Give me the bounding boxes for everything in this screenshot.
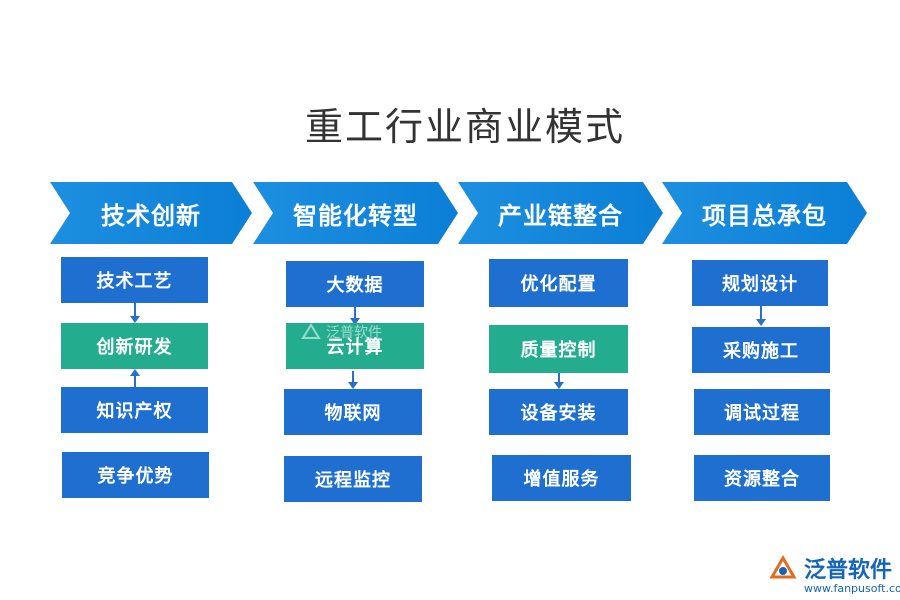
chevron-header-intelligent-transform: 智能化转型	[253, 182, 458, 244]
arrow-col1-down	[130, 303, 140, 323]
fanpu-logo-icon	[769, 555, 797, 579]
arrow-col4-down	[756, 306, 766, 326]
diagram-title: 重工行业商业模式	[304, 105, 625, 149]
box-col2-item4: 远程监控	[284, 456, 422, 502]
box-col4-item1: 规划设计	[692, 260, 828, 306]
box-col2-item2: 云计算	[286, 323, 424, 369]
box-col3-item3: 设备安装	[489, 389, 628, 435]
box-col1-item1: 技术工艺	[61, 257, 208, 303]
chevron-header-project-contracting: 项目总承包	[662, 182, 867, 244]
box-col1-item2: 创新研发	[61, 323, 208, 369]
box-col1-item3: 知识产权	[61, 387, 208, 433]
watermark: 泛普软件	[300, 322, 382, 342]
logo-name: 泛普软件	[804, 558, 893, 583]
box-col4-item3: 调试过程	[694, 389, 830, 435]
box-col4-item2: 采购施工	[692, 327, 830, 373]
arrow-col1-up	[130, 369, 140, 387]
chevron-header-tech-innovation: 技术创新	[50, 182, 252, 244]
chevron-header-chain-integration: 产业链整合	[458, 182, 663, 244]
box-col3-item1: 优化配置	[489, 259, 628, 307]
box-col3-item2: 质量控制	[489, 325, 628, 373]
arrow-col3-down	[554, 373, 564, 389]
box-col3-item4: 增值服务	[492, 455, 631, 501]
box-col2-item1: 大数据	[286, 261, 424, 307]
box-col2-item3: 物联网	[284, 389, 422, 435]
brand-logo: 泛普软件 www.fanpusoft.com	[768, 552, 900, 595]
arrow-col2-down-1	[350, 307, 360, 325]
watermark-text: 泛普软件	[326, 325, 382, 341]
logo-url: www.fanpusoft.com	[804, 582, 900, 595]
arrow-col2-down-2	[348, 371, 358, 389]
watermark-logo-icon	[301, 323, 321, 339]
box-col1-item4: 竞争优势	[62, 452, 209, 498]
box-col4-item4: 资源整合	[694, 455, 830, 501]
